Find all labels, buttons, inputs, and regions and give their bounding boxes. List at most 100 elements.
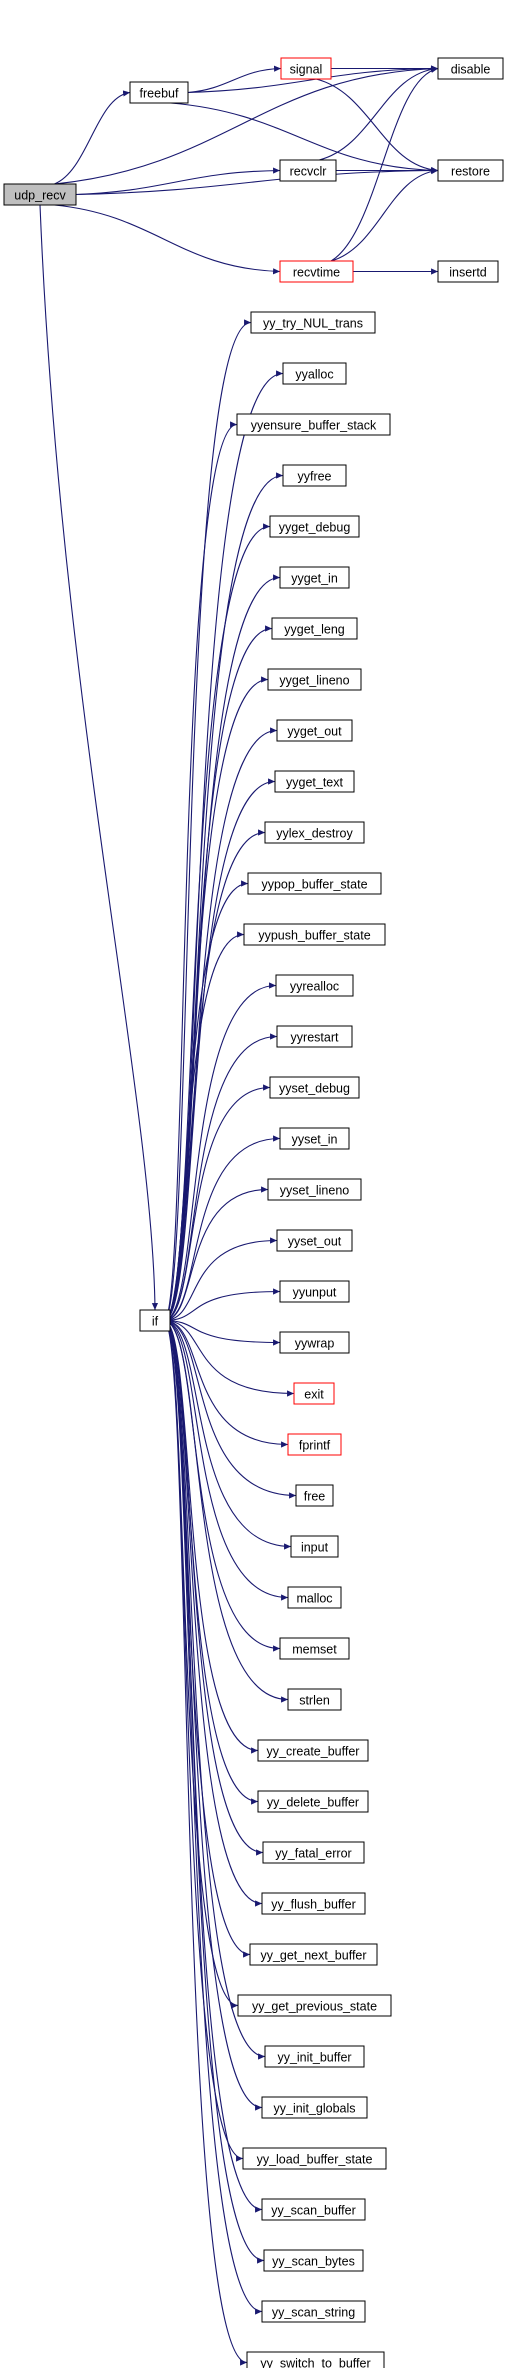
- node-yyget-debug[interactable]: yyget_debug: [269, 515, 360, 538]
- node-yyrealloc[interactable]: yyrealloc: [275, 974, 354, 997]
- node-label: yylex_destroy: [276, 827, 353, 841]
- node-yypop-buffer-state[interactable]: yypop_buffer_state: [247, 872, 382, 895]
- edge-recvtime-to-restore: [330, 168, 439, 262]
- edge-if-to-yyalloc: [163, 370, 284, 1322]
- edge-if-to-input: [163, 1319, 292, 1550]
- node-yywrap[interactable]: yywrap: [279, 1331, 350, 1354]
- node-insertd[interactable]: insertd: [437, 260, 499, 283]
- node-yyset-debug[interactable]: yyset_debug: [269, 1076, 360, 1099]
- node-yyensure-buffer-stack[interactable]: yyensure_buffer_stack: [236, 413, 391, 436]
- node-yyalloc[interactable]: yyalloc: [282, 362, 347, 385]
- node-free[interactable]: free: [295, 1484, 334, 1507]
- node-restore[interactable]: restore: [437, 159, 504, 182]
- node-yy-scan-bytes[interactable]: yy_scan_bytes: [263, 2249, 364, 2272]
- node-yyget-leng[interactable]: yyget_leng: [271, 617, 358, 640]
- node-udp-recv[interactable]: udp_recv: [3, 183, 77, 206]
- edge-if-to-yylex_destroy: [163, 829, 266, 1322]
- edge-if-to-yy_switch_to_buffer: [163, 1319, 248, 2366]
- node-yyrestart[interactable]: yyrestart: [276, 1025, 353, 1048]
- node-yy-load-buffer-state[interactable]: yy_load_buffer_state: [242, 2147, 387, 2170]
- node-yyget-out[interactable]: yyget_out: [276, 719, 353, 742]
- node-box: [282, 362, 347, 385]
- node-label: yyget_debug: [279, 521, 351, 535]
- node-label: free: [304, 1490, 326, 1504]
- node-label: yyrealloc: [290, 980, 339, 994]
- node-yy-get-previous-state[interactable]: yy_get_previous_state: [237, 1994, 392, 2017]
- node-label: input: [301, 1541, 329, 1555]
- node-yyset-lineno[interactable]: yyset_lineno: [267, 1178, 362, 1201]
- node-yyfree[interactable]: yyfree: [282, 464, 347, 487]
- node-yy-init-buffer[interactable]: yy_init_buffer: [264, 2045, 365, 2068]
- node-yyunput[interactable]: yyunput: [279, 1280, 350, 1303]
- edge-udp_recv-to-restore: [75, 167, 439, 196]
- node-freebuf[interactable]: freebuf: [129, 81, 189, 104]
- node-box: [437, 260, 499, 283]
- edge-udp_recv-to-recvclr: [75, 167, 281, 196]
- node-label: yywrap: [295, 1337, 335, 1351]
- node-yyset-in[interactable]: yyset_in: [279, 1127, 350, 1150]
- node-box: [276, 1025, 353, 1048]
- node-recvtime[interactable]: recvtime: [279, 260, 354, 283]
- node-label: yy_flush_buffer: [271, 1898, 356, 1912]
- edge-if-to-malloc: [163, 1319, 289, 1601]
- node-input[interactable]: input: [290, 1535, 339, 1558]
- node-box: [249, 1943, 378, 1966]
- node-label: yy_delete_buffer: [267, 1796, 359, 1810]
- node-yylex-destroy[interactable]: yylex_destroy: [264, 821, 365, 844]
- node-box: [437, 57, 504, 80]
- node-yy-flush-buffer[interactable]: yy_flush_buffer: [261, 1892, 366, 1915]
- edge-if-to-memset: [163, 1319, 281, 1652]
- node-yy-init-globals[interactable]: yy_init_globals: [261, 2096, 368, 2119]
- edge-recvtime-to-disable: [330, 66, 439, 262]
- node-signal[interactable]: signal: [280, 57, 332, 80]
- edge-freebuf-to-restore: [170, 102, 439, 174]
- node-label: recvclr: [290, 165, 327, 179]
- node-strlen[interactable]: strlen: [287, 1688, 342, 1711]
- node-fprintf[interactable]: fprintf: [287, 1433, 342, 1456]
- edge-if-to-yyget_in: [163, 574, 281, 1322]
- node-label: recvtime: [293, 266, 340, 280]
- node-label: yy_scan_string: [272, 2306, 355, 2320]
- node-yyget-lineno[interactable]: yyget_lineno: [267, 668, 362, 691]
- node-yy-get-next-buffer[interactable]: yy_get_next_buffer: [249, 1943, 378, 1966]
- node-label: exit: [304, 1388, 324, 1402]
- node-label: yyrestart: [291, 1031, 339, 1045]
- node-if[interactable]: if: [139, 1309, 171, 1332]
- edge-if-to-free: [163, 1319, 297, 1499]
- node-yy-switch-to-buffer[interactable]: yy_switch_to_buffer: [246, 2351, 385, 2368]
- node-yy-scan-buffer[interactable]: yy_scan_buffer: [261, 2198, 366, 2221]
- edge-if-to-yy_load_buffer_state: [163, 1319, 244, 2162]
- node-yy-try-nul-trans[interactable]: yy_try_NUL_trans: [250, 311, 376, 334]
- node-box: [290, 1535, 339, 1558]
- node-malloc[interactable]: malloc: [287, 1586, 342, 1609]
- node-yy-scan-string[interactable]: yy_scan_string: [261, 2300, 366, 2323]
- edge-if-to-strlen: [163, 1319, 289, 1703]
- node-label: fprintf: [299, 1439, 331, 1453]
- node-yyset-out[interactable]: yyset_out: [276, 1229, 353, 1252]
- node-box: [250, 311, 376, 334]
- node-recvclr[interactable]: recvclr: [279, 159, 337, 182]
- node-memset[interactable]: memset: [279, 1637, 350, 1660]
- node-exit[interactable]: exit: [293, 1382, 335, 1405]
- node-label: yypush_buffer_state: [258, 929, 370, 943]
- node-box: [257, 1739, 369, 1762]
- edge-freebuf-to-signal: [187, 65, 282, 94]
- edge-freebuf-to-disable: [187, 65, 439, 94]
- node-box: [280, 57, 332, 80]
- edge-if-to-yy_init_globals: [163, 1319, 263, 2111]
- node-yy-create-buffer[interactable]: yy_create_buffer: [257, 1739, 369, 1762]
- node-yyget-in[interactable]: yyget_in: [279, 566, 350, 589]
- node-yypush-buffer-state[interactable]: yypush_buffer_state: [243, 923, 386, 946]
- edge-udp_recv-to-recvtime: [54, 204, 281, 275]
- edges-layer: [39, 65, 439, 2366]
- edge-if-to-yywrap: [163, 1319, 281, 1346]
- node-box: [261, 1892, 366, 1915]
- edge-udp_recv-to-freebuf: [54, 90, 131, 185]
- node-yyget-text[interactable]: yyget_text: [274, 770, 355, 793]
- node-yy-fatal-error[interactable]: yy_fatal_error: [262, 1841, 365, 1864]
- node-label: yy_init_globals: [274, 2102, 356, 2116]
- node-box: [279, 1637, 350, 1660]
- edge-if-to-fprintf: [163, 1319, 289, 1448]
- node-yy-delete-buffer[interactable]: yy_delete_buffer: [257, 1790, 369, 1813]
- node-disable[interactable]: disable: [437, 57, 504, 80]
